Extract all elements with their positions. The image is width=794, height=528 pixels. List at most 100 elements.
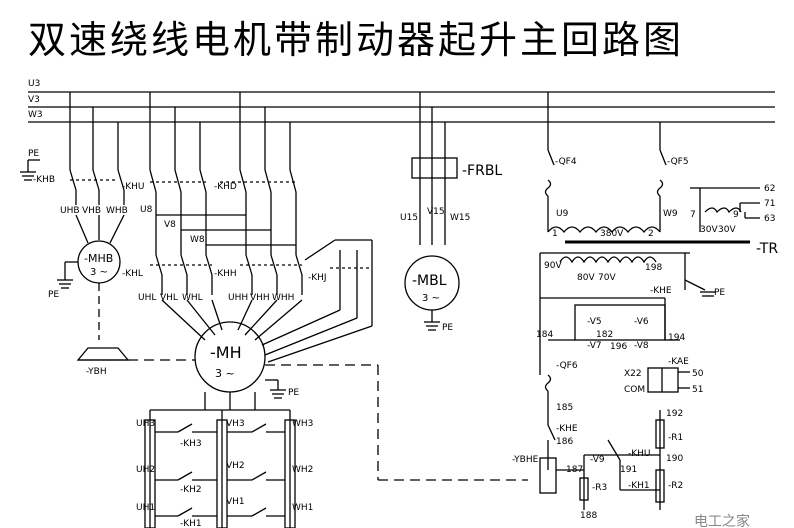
label-mh: -MH xyxy=(210,343,242,362)
label-com: COM xyxy=(624,385,645,395)
label-uh1: UH1 xyxy=(136,503,155,513)
label-n185: 185 xyxy=(556,403,573,413)
label-30v-b: 30V xyxy=(718,225,736,235)
resistor-bank-vh xyxy=(216,419,228,528)
label-uh2: UH2 xyxy=(136,465,155,475)
label-w9: W9 xyxy=(663,209,678,219)
label-ybhe: -YBHE xyxy=(512,455,539,465)
label-n9: 9 xyxy=(733,210,739,220)
label-khu: -KHU xyxy=(122,182,145,192)
label-whl: WHL xyxy=(182,293,203,303)
resistor-bank-uh xyxy=(144,419,156,528)
label-u8: U8 xyxy=(140,205,153,215)
label-khe-2: -KHE xyxy=(556,424,578,434)
label-u15: U15 xyxy=(400,213,418,223)
khh-contactor xyxy=(240,254,303,276)
label-t62: 62 xyxy=(764,184,775,194)
label-mhb-sub: 3 ~ xyxy=(90,267,108,278)
resistor-bank-wh xyxy=(284,419,296,528)
label-vhl: VHL xyxy=(160,293,178,303)
khl-contactor xyxy=(150,254,213,276)
label-kh2: -KH2 xyxy=(180,485,202,495)
label-t71: 71 xyxy=(764,199,775,209)
bus-label-u3: U3 xyxy=(28,79,40,89)
relay-kae xyxy=(647,367,679,393)
label-380v: 380V xyxy=(600,229,624,239)
relay-frbl xyxy=(411,157,458,179)
label-n191: 191 xyxy=(620,465,637,475)
label-whh: WHH xyxy=(272,293,294,303)
label-70v: 70V xyxy=(598,273,616,283)
label-qf6: -QF6 xyxy=(556,361,578,371)
bus-label-v3: V3 xyxy=(28,95,40,105)
label-n194: 194 xyxy=(668,333,685,343)
label-n190: 190 xyxy=(666,454,683,464)
watermark: 电工之家 xyxy=(694,513,750,528)
coil-ybhe xyxy=(539,457,557,494)
label-r2: -R2 xyxy=(668,481,683,491)
label-r1: -R1 xyxy=(668,433,683,443)
label-uhh: UHH xyxy=(228,293,248,303)
label-pe-mh: PE xyxy=(288,388,299,398)
bus-label-pe: PE xyxy=(28,149,39,159)
label-vhb: VHB xyxy=(82,206,101,216)
label-r3: -R3 xyxy=(592,483,607,493)
transformer-secondary xyxy=(559,256,657,264)
kh3-contacts xyxy=(155,423,285,433)
label-frbl: -FRBL xyxy=(462,163,502,179)
label-khj: -KHJ xyxy=(308,273,327,283)
label-u9: U9 xyxy=(556,209,569,219)
label-kh1b: -KH1 xyxy=(180,519,202,528)
label-qf5: -QF5 xyxy=(667,157,689,167)
label-mh-sub: 3 ~ xyxy=(215,367,235,380)
label-kh3: -KH3 xyxy=(180,439,202,449)
label-t63: 63 xyxy=(764,214,775,224)
label-30v-a: 30V xyxy=(700,225,718,235)
label-v8: V8 xyxy=(164,220,176,230)
label-vh3: VH3 xyxy=(226,419,245,429)
label-khl: -KHL xyxy=(122,269,143,279)
label-x22: X22 xyxy=(624,369,642,379)
label-80v: 80V xyxy=(577,273,595,283)
label-whb: WHB xyxy=(106,206,128,216)
label-n198: 198 xyxy=(645,263,662,273)
label-t51: 51 xyxy=(692,385,703,395)
label-wh1: WH1 xyxy=(292,503,313,513)
label-t50: 50 xyxy=(692,369,704,379)
qf5-breaker xyxy=(656,179,664,197)
label-khh: -KHH xyxy=(214,269,237,279)
qf6-breaker xyxy=(544,374,552,392)
kh1-contacts xyxy=(155,507,285,517)
label-khd: -KHD xyxy=(214,182,237,192)
resistor-r3 xyxy=(579,477,589,501)
label-pe-tr: PE xyxy=(714,288,725,298)
label-uh3: UH3 xyxy=(136,419,155,429)
label-tr: -TR xyxy=(756,241,778,257)
label-ybh: -YBH xyxy=(86,367,107,377)
label-v8d: -V8 xyxy=(634,341,649,351)
label-v7: -V7 xyxy=(587,341,602,351)
label-uhb: UHB xyxy=(60,206,80,216)
label-v5: -V5 xyxy=(587,317,602,327)
label-n188: 188 xyxy=(580,511,597,521)
label-90v: 90V xyxy=(544,261,562,271)
diagram-title: 双速绕线电机带制动器起升主回路图 xyxy=(28,18,685,62)
qf4-breaker xyxy=(544,179,552,197)
resistor-r1 xyxy=(655,419,665,449)
khu-contactor xyxy=(149,169,207,193)
label-wh2: WH2 xyxy=(292,465,313,475)
transformer-primary xyxy=(547,226,661,234)
label-kae: -KAE xyxy=(668,357,689,367)
label-v15: V15 xyxy=(427,207,445,217)
label-n2: 2 xyxy=(648,229,654,239)
label-wh3: WH3 xyxy=(292,419,313,429)
label-n186: 186 xyxy=(556,437,573,447)
label-v6: -V6 xyxy=(634,317,649,327)
label-mbl: -MBL xyxy=(412,273,447,289)
label-v9: -V9 xyxy=(590,455,605,465)
transformer-30v xyxy=(704,207,742,214)
label-mbl-sub: 3 ~ xyxy=(422,293,440,304)
label-uhl: UHL xyxy=(138,293,156,303)
label-khu-2: -KHU xyxy=(628,449,651,459)
